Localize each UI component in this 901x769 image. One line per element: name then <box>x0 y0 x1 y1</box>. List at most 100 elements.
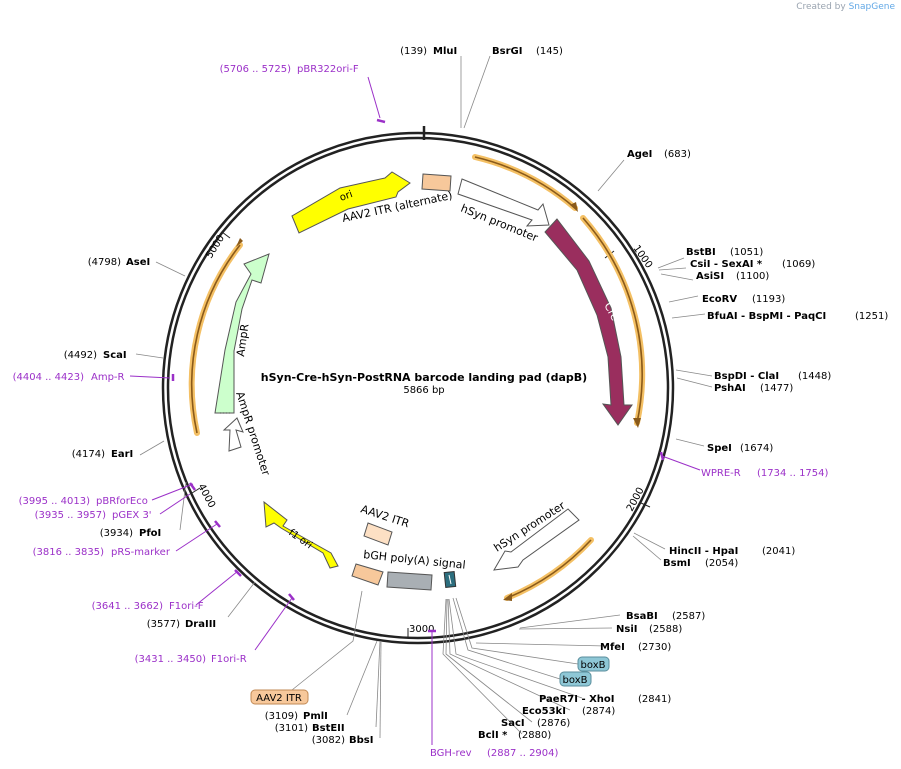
svg-text:HincII - HpaI: HincII - HpaI <box>669 546 738 557</box>
site-spei[interactable]: SpeI(1674) <box>707 443 773 454</box>
svg-text:BGH-rev: BGH-rev <box>430 748 472 759</box>
site-hincii-hpai[interactable]: HincII - HpaI (2041) <box>669 546 795 557</box>
feature-f1-ori[interactable]: f1 ori <box>263 500 339 569</box>
site-bstbi[interactable]: BstBI(1051) <box>686 247 763 258</box>
svg-text:BsmI: BsmI <box>663 558 691 569</box>
svg-text:(683): (683) <box>664 149 691 160</box>
feature-teal-marker[interactable] <box>443 570 457 589</box>
svg-text:boxB: boxB <box>581 660 606 671</box>
svg-text:(1477): (1477) <box>760 383 793 394</box>
svg-text:SpeI: SpeI <box>707 443 732 454</box>
site-eari[interactable]: (4174)EarI <box>72 449 134 460</box>
svg-text:3000: 3000 <box>409 624 434 635</box>
site-mlui[interactable]: (139)MluI <box>400 46 457 57</box>
feature-ampr[interactable]: AmpR <box>214 253 270 414</box>
site-bcli[interactable]: BclI *(2880) <box>478 730 551 741</box>
svg-text:(2041): (2041) <box>762 546 795 557</box>
svg-text:1000: 1000 <box>631 243 655 270</box>
site-eco53ki[interactable]: Eco53kI (2874) <box>522 706 615 717</box>
svg-text:DraIII: DraIII <box>185 619 216 630</box>
svg-text:pGEX 3': pGEX 3' <box>112 510 152 521</box>
svg-text:PfoI: PfoI <box>139 528 161 539</box>
feature-cre[interactable]: Cre <box>544 218 633 426</box>
svg-text:(2841): (2841) <box>638 694 671 705</box>
svg-text:BclI *: BclI * <box>478 730 508 741</box>
site-nsii[interactable]: NsiI(2588) <box>616 624 682 635</box>
site-pshai[interactable]: PshAI (1477) <box>714 383 793 394</box>
svg-text:(1100): (1100) <box>736 271 769 282</box>
tick-5000: 5000 <box>204 231 231 261</box>
site-bbsi[interactable]: (3082)BbsI <box>312 735 374 746</box>
primer-bgh-rev[interactable]: BGH-rev (2887 .. 2904) <box>430 748 559 759</box>
primer-pbrforeco[interactable]: (3995 .. 4013)pBRforEco <box>19 496 148 507</box>
svg-text:CsiI - SexAI *: CsiI - SexAI * <box>690 259 763 270</box>
site-asei[interactable]: (4798)AseI <box>88 257 150 268</box>
snapgene-logo-text: SnapGene <box>848 2 895 12</box>
primer-pgex-3[interactable]: (3935 .. 3957)pGEX 3' <box>35 510 152 521</box>
svg-text:(1251): (1251) <box>855 311 888 322</box>
svg-text:(3934): (3934) <box>100 528 133 539</box>
svg-text:EarI: EarI <box>111 449 133 460</box>
svg-text:(2874): (2874) <box>582 706 615 717</box>
plasmid-length: 5866 bp <box>403 385 444 396</box>
svg-text:BsaBI: BsaBI <box>626 611 658 622</box>
svg-text:Eco53kI: Eco53kI <box>522 706 566 717</box>
svg-text:EcoRV: EcoRV <box>702 294 737 305</box>
svg-text:AseI: AseI <box>126 257 150 268</box>
primer-prs-marker[interactable]: (3816 .. 3835)pRS-marker <box>33 547 171 558</box>
svg-text:SacI: SacI <box>501 718 525 729</box>
svg-text:5000: 5000 <box>204 233 227 260</box>
feature-hsyn-promoter-1[interactable]: hSyn promoter <box>457 178 550 245</box>
site-draiii[interactable]: (3577)DraIII <box>147 619 216 630</box>
svg-text:(145): (145) <box>536 46 563 57</box>
primer-f1ori-r[interactable]: (3431 .. 3450)F1ori-R <box>135 654 247 665</box>
svg-text:BsrGI: BsrGI <box>492 46 522 57</box>
tag-aav2-itr[interactable]: AAV2 ITR <box>250 689 309 705</box>
site-agei[interactable]: AgeI(683) <box>627 149 691 160</box>
tag-boxb-1[interactable]: boxB <box>577 656 610 672</box>
site-csii-sexai[interactable]: CsiI - SexAI * (1069) <box>690 259 815 270</box>
primer-wpre-r[interactable]: WPRE-R(1734 .. 1754) <box>701 468 829 479</box>
feature-ori[interactable]: ori <box>291 171 411 234</box>
svg-text:MluI: MluI <box>433 46 457 57</box>
site-bsrgi[interactable]: BsrGI (145) <box>492 46 563 57</box>
site-bspdi-clai[interactable]: BspDI - ClaI(1448) <box>714 371 831 382</box>
site-scai[interactable]: (4492)ScaI <box>64 350 127 361</box>
site-bsabi[interactable]: BsaBI(2587) <box>626 611 705 622</box>
site-pfoi[interactable]: (3934) PfoI <box>100 528 162 539</box>
site-bsteii[interactable]: (3101)BstEII <box>275 723 345 734</box>
svg-text:NsiI: NsiI <box>616 624 637 635</box>
feature-hsyn-promoter-2[interactable]: hSyn promoter <box>492 499 580 571</box>
primer-amp-r[interactable]: (4404 .. 4423)Amp-R <box>13 372 125 383</box>
svg-text:(1069): (1069) <box>782 259 815 270</box>
svg-text:(3109): (3109) <box>265 711 298 722</box>
site-bfuai[interactable]: BfuAI - BspMI - PaqCI (1251) <box>707 311 888 322</box>
svg-text:boxB: boxB <box>563 675 588 686</box>
primer-pbr322ori-f[interactable]: (5706 .. 5725)pBR322ori-F <box>220 64 359 75</box>
svg-text:pBR322ori-F: pBR322ori-F <box>297 64 359 75</box>
site-asisi[interactable]: AsiSI(1100) <box>696 271 769 282</box>
svg-text:PaeR7I - XhoI: PaeR7I - XhoI <box>539 694 615 705</box>
tick-4000: 4000 <box>191 482 217 510</box>
site-saci[interactable]: SacI (2876) <box>501 718 570 729</box>
svg-text:(2887 .. 2904): (2887 .. 2904) <box>487 748 559 759</box>
svg-text:AmpR: AmpR <box>234 323 251 358</box>
site-pmli[interactable]: (3109)PmlI <box>265 711 328 722</box>
svg-text:(1448): (1448) <box>798 371 831 382</box>
site-ecorv[interactable]: EcoRV (1193) <box>702 294 785 305</box>
svg-text:pRS-marker: pRS-marker <box>111 547 171 558</box>
svg-text:(1051): (1051) <box>730 247 763 258</box>
primer-f1ori-f[interactable]: (3641 .. 3662)F1ori-F <box>92 601 204 612</box>
svg-text:(2876): (2876) <box>537 718 570 729</box>
site-bsmi[interactable]: BsmI (2054) <box>663 558 738 569</box>
svg-text:F1ori-F: F1ori-F <box>169 601 204 612</box>
svg-text:PshAI: PshAI <box>714 383 746 394</box>
svg-text:(1193): (1193) <box>752 294 785 305</box>
svg-text:BfuAI - BspMI - PaqCI: BfuAI - BspMI - PaqCI <box>707 311 826 322</box>
svg-text:(3431 .. 3450): (3431 .. 3450) <box>135 654 207 665</box>
site-paer7i-xhoi[interactable]: PaeR7I - XhoI (2841) <box>539 694 671 705</box>
tag-boxb-2[interactable]: boxB <box>559 671 592 687</box>
svg-text:(2054): (2054) <box>705 558 738 569</box>
site-mfei[interactable]: MfeI(2730) <box>600 642 671 653</box>
